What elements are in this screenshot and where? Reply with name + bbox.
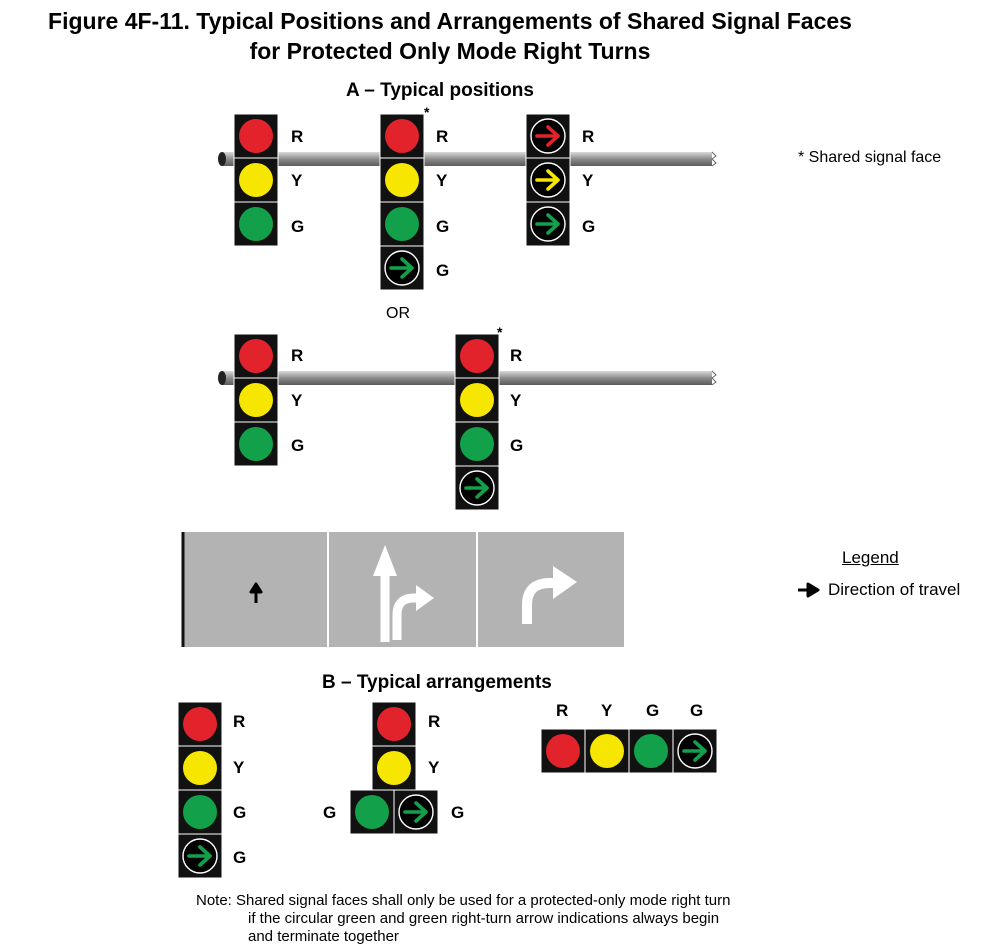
red-right-arrow-icon-shape (535, 125, 560, 147)
signal-a3 (525, 113, 571, 247)
green-right-arrow-icon-shape (535, 213, 560, 235)
signal-a5-shared (454, 333, 500, 511)
arrow-curve (522, 578, 556, 624)
circular-green-lens (183, 795, 217, 829)
pole-bar (222, 152, 712, 166)
arrow-head-up (373, 545, 397, 576)
yellow-right-arrow-icon-shape (535, 169, 560, 191)
figure-title-line2: for Protected Only Mode Right Turns (249, 38, 651, 64)
shared-star-bottom: * (497, 324, 503, 340)
circular-green-lens (634, 734, 668, 768)
pole-end-cap (218, 152, 226, 166)
label-r-a3: R (582, 127, 595, 146)
circular-green-lens (239, 427, 273, 461)
circular-red-lens (239, 119, 273, 153)
right-turn-arrow-icon (522, 566, 577, 624)
section-b-heading: B – Typical arrangements (322, 672, 552, 693)
green-right-arrow-icon-shape (389, 257, 414, 279)
circular-red-lens (239, 339, 273, 373)
green-right-arrow-icon-shape (682, 740, 707, 762)
label-g-b2-left: G (323, 803, 337, 822)
circular-red-lens (183, 707, 217, 741)
label-y-b3: Y (601, 701, 613, 720)
circular-red-lens (377, 707, 411, 741)
arrow-curve (392, 593, 420, 640)
label-r-b3: R (556, 701, 569, 720)
circular-yellow-lens (460, 383, 494, 417)
green-right-arrow-icon-shape (464, 477, 489, 499)
circular-green-lens (460, 427, 494, 461)
signal-a4 (233, 333, 279, 467)
note-line2: if the circular green and green right-tu… (248, 910, 720, 927)
signal-a1 (233, 113, 279, 247)
figure-title-line1: Figure 4F-11. Typical Positions and Arra… (48, 8, 852, 34)
pole-break (711, 370, 717, 386)
label-y-b1: Y (233, 758, 245, 777)
legend-item-label: Direction of travel (828, 580, 961, 599)
label-g-b2-right: G (451, 803, 465, 822)
label-g-arrow-b3: G (690, 701, 704, 720)
label-g-b1: G (233, 803, 247, 822)
circular-yellow-lens (385, 163, 419, 197)
green-right-arrow-icon-shape (187, 845, 212, 867)
label-r-b1: R (233, 712, 246, 731)
note-line3: and terminate together (248, 928, 399, 945)
or-label: OR (386, 305, 410, 322)
circular-green-lens (355, 795, 389, 829)
note: Note: Shared signal faces shall only be … (196, 892, 730, 946)
circular-red-lens (460, 339, 494, 373)
label-y-a3: Y (582, 171, 594, 190)
label-y-a5: Y (510, 391, 522, 410)
label-y-a4: Y (291, 391, 303, 410)
circular-green-lens (239, 207, 273, 241)
through-right-arrow-icon (373, 545, 434, 642)
circular-red-lens (385, 119, 419, 153)
shared-signal-note: * Shared signal face (798, 149, 942, 166)
black-arrow-right-icon (798, 582, 820, 598)
circular-yellow-lens (590, 734, 624, 768)
through-arrow-icon (249, 582, 263, 603)
label-g-arrow-b1: G (233, 848, 247, 867)
arrow-head-right (553, 566, 577, 599)
label-g-a5: G (510, 436, 524, 455)
figure-title: Figure 4F-11. Typical Positions and Arra… (0, 6, 900, 66)
circular-yellow-lens (239, 383, 273, 417)
circular-red-lens (546, 734, 580, 768)
pavement-lanes (181, 532, 624, 647)
label-g-arrow-a2: G (436, 261, 450, 280)
signal-a2-shared (379, 113, 425, 291)
note-line1: Note: Shared signal faces shall only be … (196, 892, 731, 909)
pole-break (711, 151, 717, 167)
signal-b2-vertical (371, 701, 417, 791)
label-g-a4: G (291, 436, 305, 455)
label-g-a2: G (436, 217, 450, 236)
arrow-head-right (416, 585, 434, 611)
circular-yellow-lens (239, 163, 273, 197)
section-a-heading: A – Typical positions (346, 80, 534, 101)
label-r-a4: R (291, 346, 304, 365)
label-g-b3: G (646, 701, 660, 720)
label-y-b2: Y (428, 758, 440, 777)
label-g-a1: G (291, 217, 305, 236)
label-r-a2: R (436, 127, 449, 146)
label-g-a3: G (582, 217, 596, 236)
circular-yellow-lens (183, 751, 217, 785)
label-r-a1: R (291, 127, 304, 146)
label-y-a2: Y (436, 171, 448, 190)
label-r-b2: R (428, 712, 441, 731)
label-r-a5: R (510, 346, 523, 365)
signal-b2-horizontal (349, 789, 439, 835)
signal-b1 (177, 701, 223, 879)
pole-end-cap (218, 371, 226, 385)
circular-yellow-lens (377, 751, 411, 785)
signal-b3 (540, 728, 718, 774)
circular-green-lens (385, 207, 419, 241)
label-y-a1: Y (291, 171, 303, 190)
green-right-arrow-icon-shape (403, 801, 428, 823)
legend-title: Legend (842, 548, 899, 567)
shared-star-top: * (424, 104, 430, 120)
mast-arm-top (218, 151, 717, 167)
